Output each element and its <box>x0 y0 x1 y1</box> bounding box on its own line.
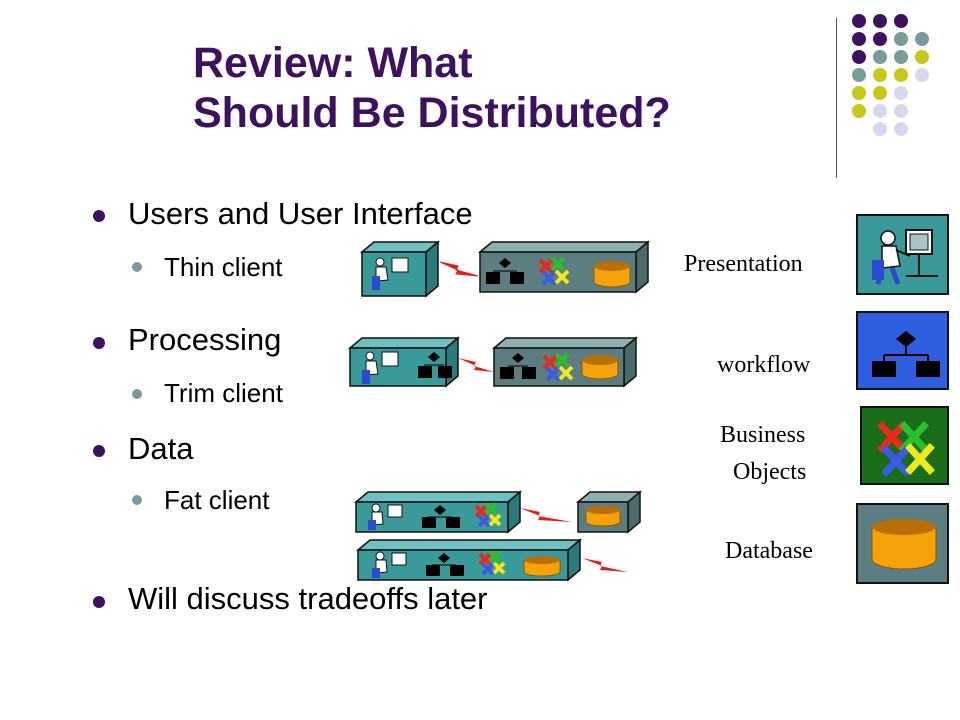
legend-label-presentation: Presentation <box>684 251 803 277</box>
decorative-dot <box>915 32 929 46</box>
legend-tile-business-objects <box>860 406 949 485</box>
bullet-processing: Processing <box>128 322 282 357</box>
decorative-dot <box>852 14 866 28</box>
business-objects-icon <box>538 256 570 286</box>
decorative-dot <box>894 14 908 28</box>
bullet-marker <box>93 210 105 222</box>
decorative-dot <box>873 14 887 28</box>
legend-label-database: Database <box>725 538 813 564</box>
decorative-dot <box>852 50 866 64</box>
legend-tile-database <box>856 503 949 584</box>
lightning-bolt-icon <box>582 558 628 572</box>
user-computer-icon <box>372 551 407 578</box>
database-icon <box>585 506 621 527</box>
business-objects-icon <box>478 550 506 576</box>
sub-bullet-trim-client: Trim client <box>164 378 283 408</box>
workflow-icon <box>486 258 524 284</box>
title-line-2: Should Be Distributed? <box>193 89 671 137</box>
lightning-bolt-icon <box>520 508 572 522</box>
bullet-marker <box>93 445 105 457</box>
sub-bullet-marker <box>132 495 142 505</box>
decorative-dot <box>915 50 929 64</box>
business-objects-icon <box>877 421 935 477</box>
decorative-dot <box>873 86 887 100</box>
sub-bullet-marker <box>132 389 142 399</box>
business-objects-icon <box>542 352 574 382</box>
decorative-dot <box>915 68 929 82</box>
decorative-dot <box>852 68 866 82</box>
decorative-dot <box>894 104 908 118</box>
user-computer-icon <box>368 503 403 530</box>
sub-bullet-marker <box>132 262 142 272</box>
database-icon <box>581 355 619 380</box>
decorative-dot <box>852 104 866 118</box>
decorative-dot <box>894 86 908 100</box>
page-title: Review: What Should Be Distributed? <box>193 38 813 138</box>
business-objects-icon <box>474 502 502 528</box>
lightning-bolt-icon <box>458 358 494 372</box>
decorative-dot <box>873 68 887 82</box>
bullet-marker <box>93 337 105 349</box>
legend-label-workflow: workflow <box>717 352 811 378</box>
decorative-dot <box>894 32 908 46</box>
workflow-icon <box>418 352 452 378</box>
decorative-dot <box>873 122 887 136</box>
workflow-icon <box>426 553 464 576</box>
workflow-icon <box>500 353 536 379</box>
decorative-dot <box>873 50 887 64</box>
title-line-1: Review: What <box>193 39 473 87</box>
database-icon <box>523 556 561 577</box>
bullet-users-ui: Users and User Interface <box>128 196 473 231</box>
decorative-dot <box>852 32 866 46</box>
workflow-icon <box>872 331 940 377</box>
bullet-tradeoffs: Will discuss tradeoffs later <box>128 581 488 616</box>
thin-client-diagram <box>359 240 651 298</box>
database-icon <box>593 261 631 288</box>
legend-tile-presentation <box>856 214 949 295</box>
legend-label-objects: Objects <box>733 459 807 485</box>
decorative-dot <box>894 50 908 64</box>
decorative-dot <box>852 86 866 100</box>
decorative-dot <box>894 122 908 136</box>
database-icon <box>871 519 937 570</box>
workflow-icon <box>422 505 460 528</box>
decorative-dot <box>894 68 908 82</box>
legend-tile-workflow <box>856 311 949 390</box>
decorative-dot <box>873 32 887 46</box>
user-computer-icon <box>372 257 409 290</box>
user-computer-icon <box>872 229 938 285</box>
sub-bullet-thin-client: Thin client <box>164 252 283 282</box>
bullet-data: Data <box>128 431 194 466</box>
fat-client-diagram <box>353 490 643 582</box>
divider-line <box>836 18 837 178</box>
decorative-dot <box>873 104 887 118</box>
user-computer-icon <box>362 351 399 384</box>
lightning-bolt-icon <box>439 261 479 277</box>
legend-label-business: Business <box>720 422 806 448</box>
sub-bullet-fat-client: Fat client <box>164 485 270 515</box>
trim-client-diagram <box>347 336 639 388</box>
bullet-marker <box>93 596 105 608</box>
